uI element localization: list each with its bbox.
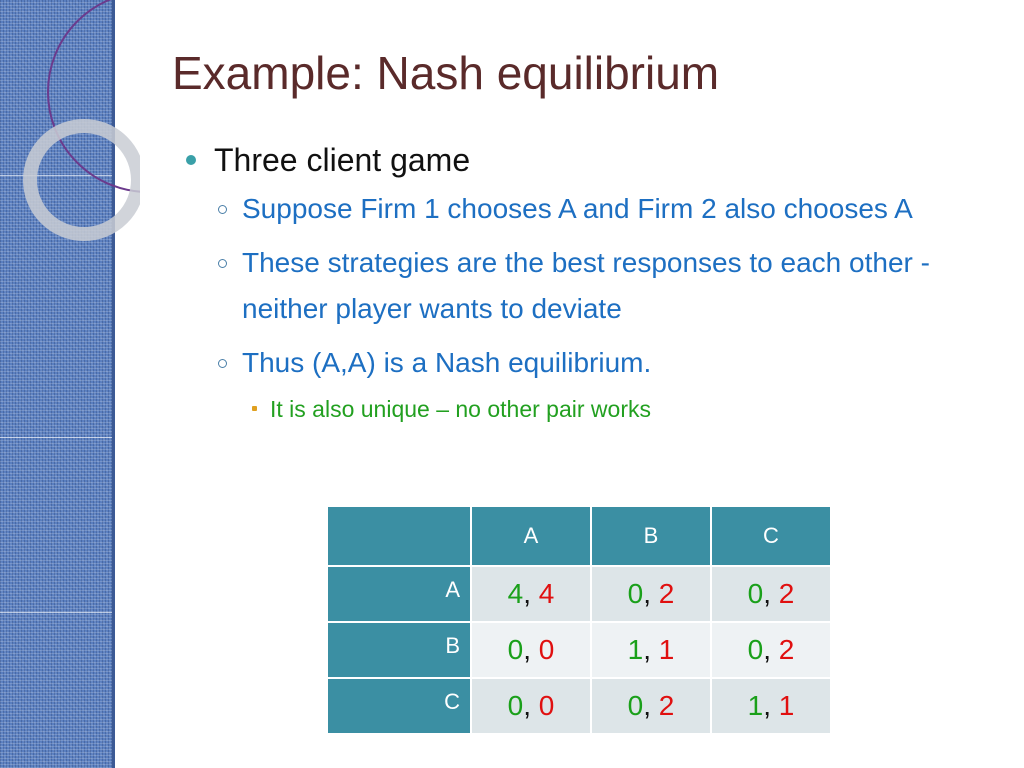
bullet-level2: Suppose Firm 1 chooses A and Firm 2 also… <box>186 186 976 232</box>
bullet-text: These strategies are the best responses … <box>242 247 930 324</box>
payoff-first: 0 <box>627 690 644 721</box>
teal-bullet-icon <box>186 155 196 165</box>
payoff-separator: , <box>523 634 531 665</box>
payoff-separator: , <box>523 578 531 609</box>
ring-bullet-icon <box>218 259 227 268</box>
bullet-text: It is also unique – no other pair works <box>270 396 651 422</box>
table-corner-cell <box>326 505 472 567</box>
payoff-cell: 1, 1 <box>710 677 832 735</box>
table-row: A 4, 4 0, 2 0, 2 <box>326 565 832 623</box>
payoff-separator: , <box>643 690 651 721</box>
bullet-level1: Three client game <box>186 140 976 180</box>
payoff-cell: 0, 2 <box>710 621 832 679</box>
payoff-separator: , <box>523 690 531 721</box>
payoff-separator: , <box>763 634 771 665</box>
payoff-second: 1 <box>778 690 795 721</box>
decorative-circles <box>23 0 140 241</box>
payoff-second: 1 <box>658 634 675 665</box>
payoff-first: 0 <box>747 578 764 609</box>
payoff-cell: 0, 0 <box>470 677 592 735</box>
payoff-cell: 0, 2 <box>590 565 712 623</box>
payoff-separator: , <box>643 634 651 665</box>
payoff-second: 2 <box>658 578 675 609</box>
payoff-first: 0 <box>507 634 524 665</box>
payoff-second: 4 <box>538 578 555 609</box>
payoff-first: 0 <box>747 634 764 665</box>
side-strip-divider <box>0 612 112 613</box>
payoff-first: 1 <box>627 634 644 665</box>
square-bullet-icon <box>252 406 257 411</box>
payoff-cell: 1, 1 <box>590 621 712 679</box>
payoff-second: 0 <box>538 634 555 665</box>
ring-bullet-icon <box>218 205 227 214</box>
purple-arc <box>47 0 140 193</box>
payoff-second: 2 <box>658 690 675 721</box>
slide-title: Example: Nash equilibrium <box>172 47 720 99</box>
payoff-separator: , <box>763 578 771 609</box>
row-header: A <box>326 565 472 623</box>
side-strip-divider <box>0 175 112 176</box>
payoff-table: A B C A 4, 4 0, 2 0, 2 B 0, 0 1, 1 0, 2 … <box>326 505 832 735</box>
table-row: C 0, 0 0, 2 1, 1 <box>326 677 832 735</box>
row-header: C <box>326 677 472 735</box>
side-strip-divider <box>0 437 112 438</box>
payoff-first: 4 <box>507 578 524 609</box>
row-header: B <box>326 621 472 679</box>
ring-bullet-icon <box>218 359 227 368</box>
side-strip-edge <box>112 0 115 768</box>
payoff-second: 2 <box>778 578 795 609</box>
payoff-first: 0 <box>507 690 524 721</box>
gray-ring <box>23 119 140 241</box>
bullet-level2: Thus (A,A) is a Nash equilibrium. <box>186 340 976 386</box>
column-header: A <box>470 505 592 567</box>
bullet-text: Suppose Firm 1 chooses A and Firm 2 also… <box>242 193 913 224</box>
payoff-cell: 0, 2 <box>590 677 712 735</box>
bullet-text: Three client game <box>214 142 471 178</box>
payoff-cell: 4, 4 <box>470 565 592 623</box>
bullet-list: Three client game Suppose Firm 1 chooses… <box>186 140 976 424</box>
payoff-cell: 0, 2 <box>710 565 832 623</box>
payoff-first: 0 <box>627 578 644 609</box>
bullet-text: Thus (A,A) is a Nash equilibrium. <box>242 347 652 378</box>
table-header-row: A B C <box>326 505 832 567</box>
payoff-cell: 0, 0 <box>470 621 592 679</box>
bullet-level3: It is also unique – no other pair works <box>186 394 976 424</box>
bullet-level2: These strategies are the best responses … <box>186 240 976 332</box>
payoff-separator: , <box>643 578 651 609</box>
payoff-second: 0 <box>538 690 555 721</box>
column-header: C <box>710 505 832 567</box>
payoff-separator: , <box>763 690 771 721</box>
payoff-first: 1 <box>747 690 764 721</box>
column-header: B <box>590 505 712 567</box>
payoff-second: 2 <box>778 634 795 665</box>
table-row: B 0, 0 1, 1 0, 2 <box>326 621 832 679</box>
